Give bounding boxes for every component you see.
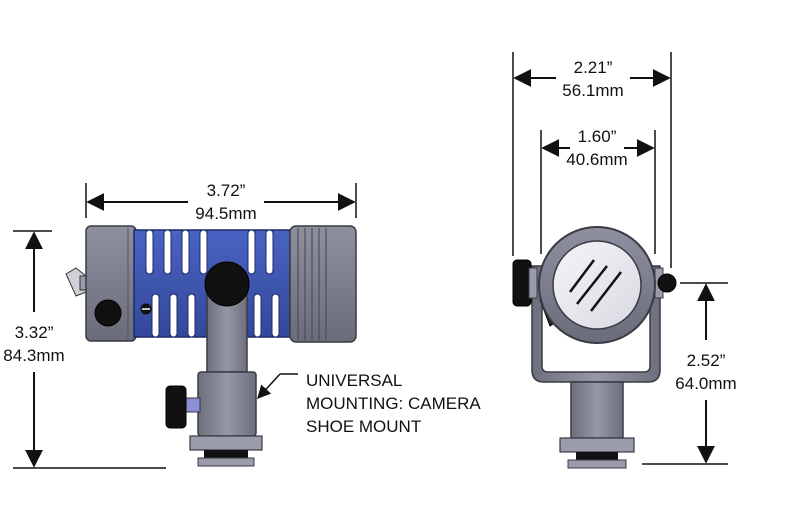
front-right-knob (657, 273, 677, 293)
toggle-switch (65, 267, 89, 297)
dim-front-height: 2.52” 64.0mm (642, 282, 737, 465)
annotation-line-1: UNIVERSAL (306, 371, 402, 390)
pivot-knob (204, 261, 250, 307)
annotation-line-2: MOUNTING: CAMERA (306, 394, 481, 413)
front-height-inches: 2.52” (687, 351, 726, 370)
annotation-line-3: SHOE MOUNT (306, 417, 421, 436)
dim-side-length: 3.72” 94.5mm (85, 181, 357, 223)
front-bezel (289, 225, 357, 343)
front-left-knob (512, 259, 532, 307)
dim-front-lens-width: 1.60” 40.6mm (540, 127, 656, 254)
dim-side-height: 3.32” 84.3mm (3, 230, 166, 469)
shoe-foot (189, 435, 263, 451)
front-view: 2.21” 56.1mm 1.60” 40.6mm 2.52” 64.0mm (512, 52, 737, 469)
front-outer-width-mm: 56.1mm (562, 81, 623, 100)
front-shoe-foot (559, 437, 635, 453)
lens-reflection (569, 259, 622, 312)
power-button (94, 299, 122, 327)
front-height-mm: 64.0mm (675, 374, 736, 393)
mount-annotation: UNIVERSAL MOUNTING: CAMERA SHOE MOUNT (257, 371, 481, 436)
side-height-inches: 3.32” (15, 323, 54, 342)
dim-front-outer-width: 2.21” 56.1mm (512, 52, 672, 268)
shoe-block (197, 371, 257, 437)
front-lens-width-mm: 40.6mm (566, 150, 627, 169)
heatsink-body (133, 229, 291, 338)
lock-knob (165, 385, 187, 429)
front-shoe-block (570, 381, 624, 439)
side-height-mm: 84.3mm (3, 346, 64, 365)
screw (140, 303, 152, 315)
front-lens-width-inches: 1.60” (578, 127, 617, 146)
side-length-inches: 3.72” (207, 181, 246, 200)
front-outer-width-inches: 2.21” (574, 58, 613, 77)
side-view: 3.72” 94.5mm 3.32” 84.3mm UNIVERSAL MOUN… (3, 181, 481, 469)
lens-glass (552, 240, 642, 330)
side-length-mm: 94.5mm (195, 204, 256, 223)
